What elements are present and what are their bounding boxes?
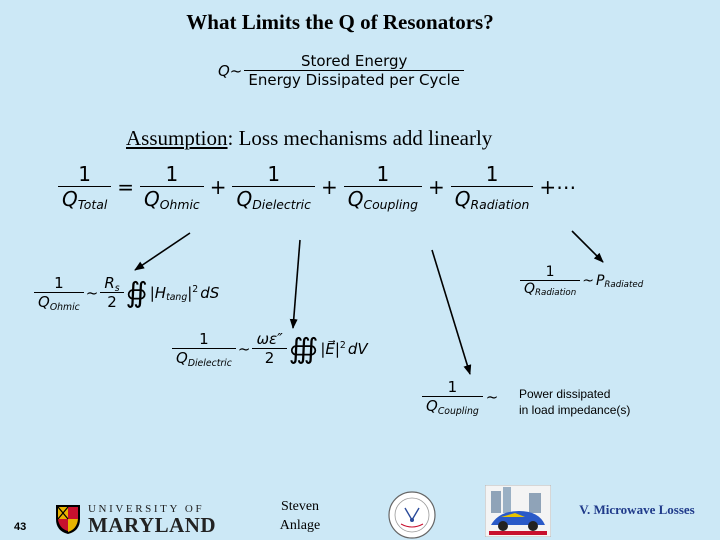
course-section: V. Microwave Losses [579, 502, 695, 517]
ohmic-formula: 1 QOhmic ~ Rs 2 ∯ |Htang|2 dS [34, 274, 220, 313]
fraction-dielectric: 1 QDielectric [232, 162, 315, 213]
omega-eps-over-two: ωε″ 2 [252, 330, 287, 367]
sub-ohmic: Ohmic [49, 301, 80, 313]
arrow-to-coupling [431, 249, 472, 375]
university-of-text: UNIVERSITY OF [88, 503, 205, 515]
dielectric-formula: 1 QDielectric ~ ωε″ 2 ∰ |E⃗|2 dV [172, 330, 368, 369]
sub-ohmic: Ohmic [159, 197, 200, 213]
radiation-formula: 1 QRadiation ~ PRadiated [520, 264, 644, 299]
maryland-text: MARYLAND [88, 513, 217, 537]
q-definition-numerator: Stored Energy [300, 52, 408, 70]
q-symbol: Q [426, 397, 438, 415]
numerator-one: 1 [376, 162, 390, 186]
slide-title: What Limits the Q of Resonators? [186, 10, 494, 34]
assumption-text: : Loss mechanisms add linearly [227, 126, 493, 150]
approx-sign: ~ [85, 283, 99, 302]
rs-symbol: R [104, 274, 115, 292]
fraction-radiation: 1 QRadiation [450, 162, 534, 213]
h-field-sub: tang [166, 292, 188, 304]
race-car-logo [485, 485, 551, 537]
power-two: 2 [192, 284, 199, 296]
fraction-ohmic: 1 QOhmic [140, 162, 204, 213]
plus-sign: + [320, 174, 338, 199]
equals-sign: = [117, 174, 135, 199]
e-field-symbol: |E⃗| [320, 339, 340, 358]
q-symbol: Q [144, 187, 160, 211]
circular-seal-logo [388, 491, 436, 539]
dielectric-lhs-fraction: 1 QDielectric [172, 330, 236, 369]
numerator-one: 1 [54, 274, 64, 292]
q-symbol: Q [176, 349, 188, 367]
q-symbol: Q [454, 187, 471, 211]
coupling-formula: 1 QCoupling ~ [422, 378, 501, 417]
radiation-lhs-fraction: 1 QRadiation [520, 264, 581, 299]
approx-sign: ~ [237, 339, 251, 358]
fraction-total: 1 QTotal [58, 162, 112, 213]
numerator-one: 1 [485, 162, 499, 186]
omega-epsilon: ωε″ [256, 330, 283, 348]
assumption-label: Assumption [126, 126, 228, 150]
numerator-one: 1 [267, 162, 281, 186]
arrow-to-dielectric [289, 239, 301, 329]
numerator-one: 1 [447, 378, 458, 396]
coupling-caption-line2: in load impedance(s) [519, 403, 631, 417]
presenter-last: Anlage [279, 518, 321, 533]
numerator-one: 1 [78, 162, 91, 186]
umd-logo: UNIVERSITY OF MARYLAND [54, 502, 230, 537]
power-two: 2 [339, 340, 346, 352]
q-definition-lhs: Q~ [218, 61, 243, 80]
sub-dielectric: Dielectric [252, 197, 311, 213]
sub-radiation: Radiation [470, 197, 530, 213]
ohmic-lhs-fraction: 1 QOhmic [34, 274, 84, 313]
slide-number: 43 [14, 521, 27, 533]
sub-coupling: Coupling [437, 405, 479, 417]
p-radiated: PRadiated [595, 272, 644, 290]
q-symbol: Q [524, 281, 536, 297]
numerator-one: 1 [545, 264, 555, 280]
sub-coupling: Coupling [363, 197, 419, 213]
plus-sign: + [209, 174, 227, 199]
dv-element: dV [347, 339, 368, 358]
presenter-first: Steven [280, 499, 320, 514]
q-symbol: Q [347, 187, 364, 211]
assumption-line: Assumption: Loss mechanisms add linearly [126, 126, 492, 151]
q-definition: Q~ Stored Energy Energy Dissipated per C… [218, 52, 464, 89]
surface-integral-symbol: ∯ [125, 276, 148, 309]
approx-sign: ~ [485, 387, 499, 406]
rs-over-two: Rs 2 [100, 274, 124, 311]
h-field: |Htang|2 [149, 283, 199, 304]
fraction-coupling: 1 QCoupling [343, 162, 423, 213]
approx-sign: ~ [582, 272, 594, 289]
arrow-to-radiation [571, 230, 604, 263]
sub-total: Total [77, 197, 108, 213]
two: 2 [107, 293, 117, 311]
presenter-name: Steven Anlage [268, 497, 332, 535]
q-definition-fraction: Stored Energy Energy Dissipated per Cycl… [244, 52, 464, 89]
q-symbol: Q [236, 187, 253, 211]
trailing-terms: +⋯ [539, 174, 577, 199]
maryland-shield-icon [56, 505, 80, 534]
numerator-one: 1 [199, 330, 209, 348]
q-symbol: Q [62, 187, 78, 211]
coupling-caption-line1: Power dissipated [519, 387, 611, 401]
sub-dielectric: Dielectric [187, 357, 232, 369]
ds-element: dS [200, 283, 220, 302]
coupling-caption: Power dissipated in load impedance(s) [519, 386, 630, 418]
h-field-symbol: |H [149, 283, 167, 302]
coupling-lhs-fraction: 1 QCoupling [422, 378, 483, 417]
q-symbol: Q [38, 293, 50, 311]
two: 2 [264, 349, 275, 367]
sub-radiation: Radiation [535, 288, 577, 299]
p-symbol: P [595, 272, 605, 289]
q-definition-denominator: Energy Dissipated per Cycle [248, 71, 460, 89]
numerator-one: 1 [165, 162, 179, 186]
p-sub: Radiated [604, 279, 644, 290]
main-equation: 1 QTotal = 1 QOhmic + 1 QDielectric + 1 … [58, 162, 582, 213]
volume-integral-symbol: ∰ [288, 332, 319, 365]
arrow-to-ohmic [134, 232, 191, 271]
h-field-close: | [187, 283, 193, 302]
e-field: |E⃗|2 [320, 340, 346, 358]
rs-sub: s [114, 282, 120, 294]
plus-sign: + [428, 174, 445, 199]
